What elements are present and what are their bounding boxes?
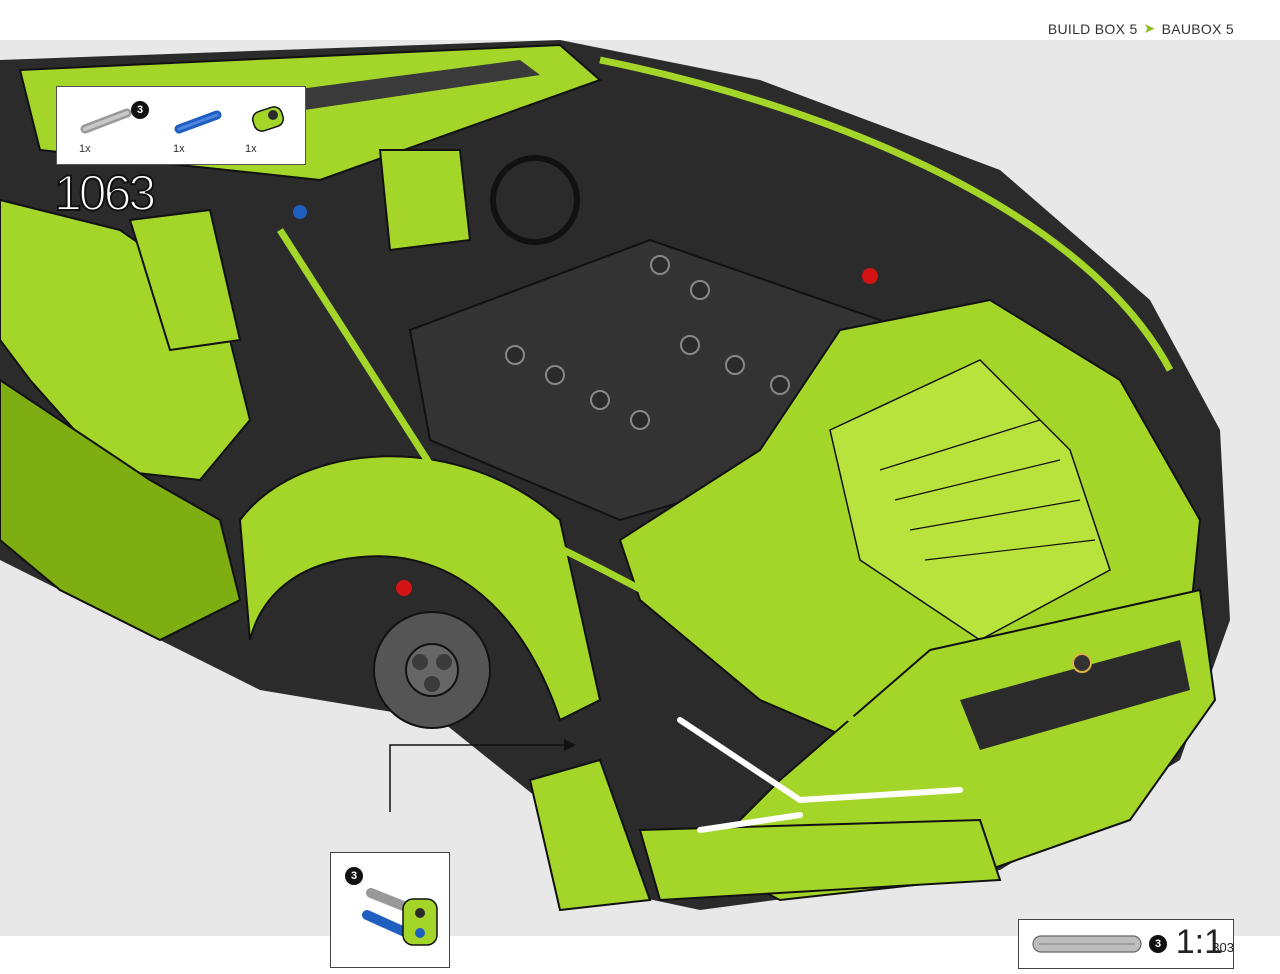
blue-axle-pin-icon xyxy=(174,110,222,134)
grey-axle-pin-icon xyxy=(80,108,132,134)
scale-badge: 3 xyxy=(1149,935,1167,953)
part-grey-axle-pin: 3 1x xyxy=(77,93,149,157)
breadcrumb: BUILD BOX 5 ➤ BAUBOX 5 xyxy=(1048,20,1234,37)
breadcrumb-baubox: BAUBOX 5 xyxy=(1161,20,1234,37)
instruction-illustration: 3 1x 1x 1x 1063 3 xyxy=(0,40,1280,969)
part-blue-axle-pin: 1x xyxy=(171,93,231,157)
part-quantity: 1x xyxy=(245,143,257,155)
part-quantity: 1x xyxy=(79,143,91,155)
car-model-drawing xyxy=(0,40,1230,912)
parts-list-box: 3 1x 1x 1x xyxy=(56,86,306,165)
part-badge: 3 xyxy=(131,101,149,119)
scale-reference-box: 3 1:1 xyxy=(1018,919,1234,969)
sub-assembly-icon xyxy=(362,888,438,946)
breadcrumb-build-box: BUILD BOX 5 xyxy=(1047,20,1138,37)
sub-assembly-callout: 3 xyxy=(330,852,450,968)
callout-badge: 3 xyxy=(345,867,363,885)
axle-scale-icon xyxy=(1032,935,1142,953)
scale-ratio: 1:1 xyxy=(1175,923,1223,961)
page-number: 303 xyxy=(1212,940,1234,955)
breadcrumb-arrow-icon: ➤ xyxy=(1143,20,1156,36)
step-number: 1063 xyxy=(53,165,157,221)
part-lime-connector: 1x xyxy=(243,93,303,157)
page-header: BUILD BOX 5 ➤ BAUBOX 5 xyxy=(0,0,1280,40)
lime-connector-icon xyxy=(251,106,285,132)
part-quantity: 1x xyxy=(173,143,185,155)
